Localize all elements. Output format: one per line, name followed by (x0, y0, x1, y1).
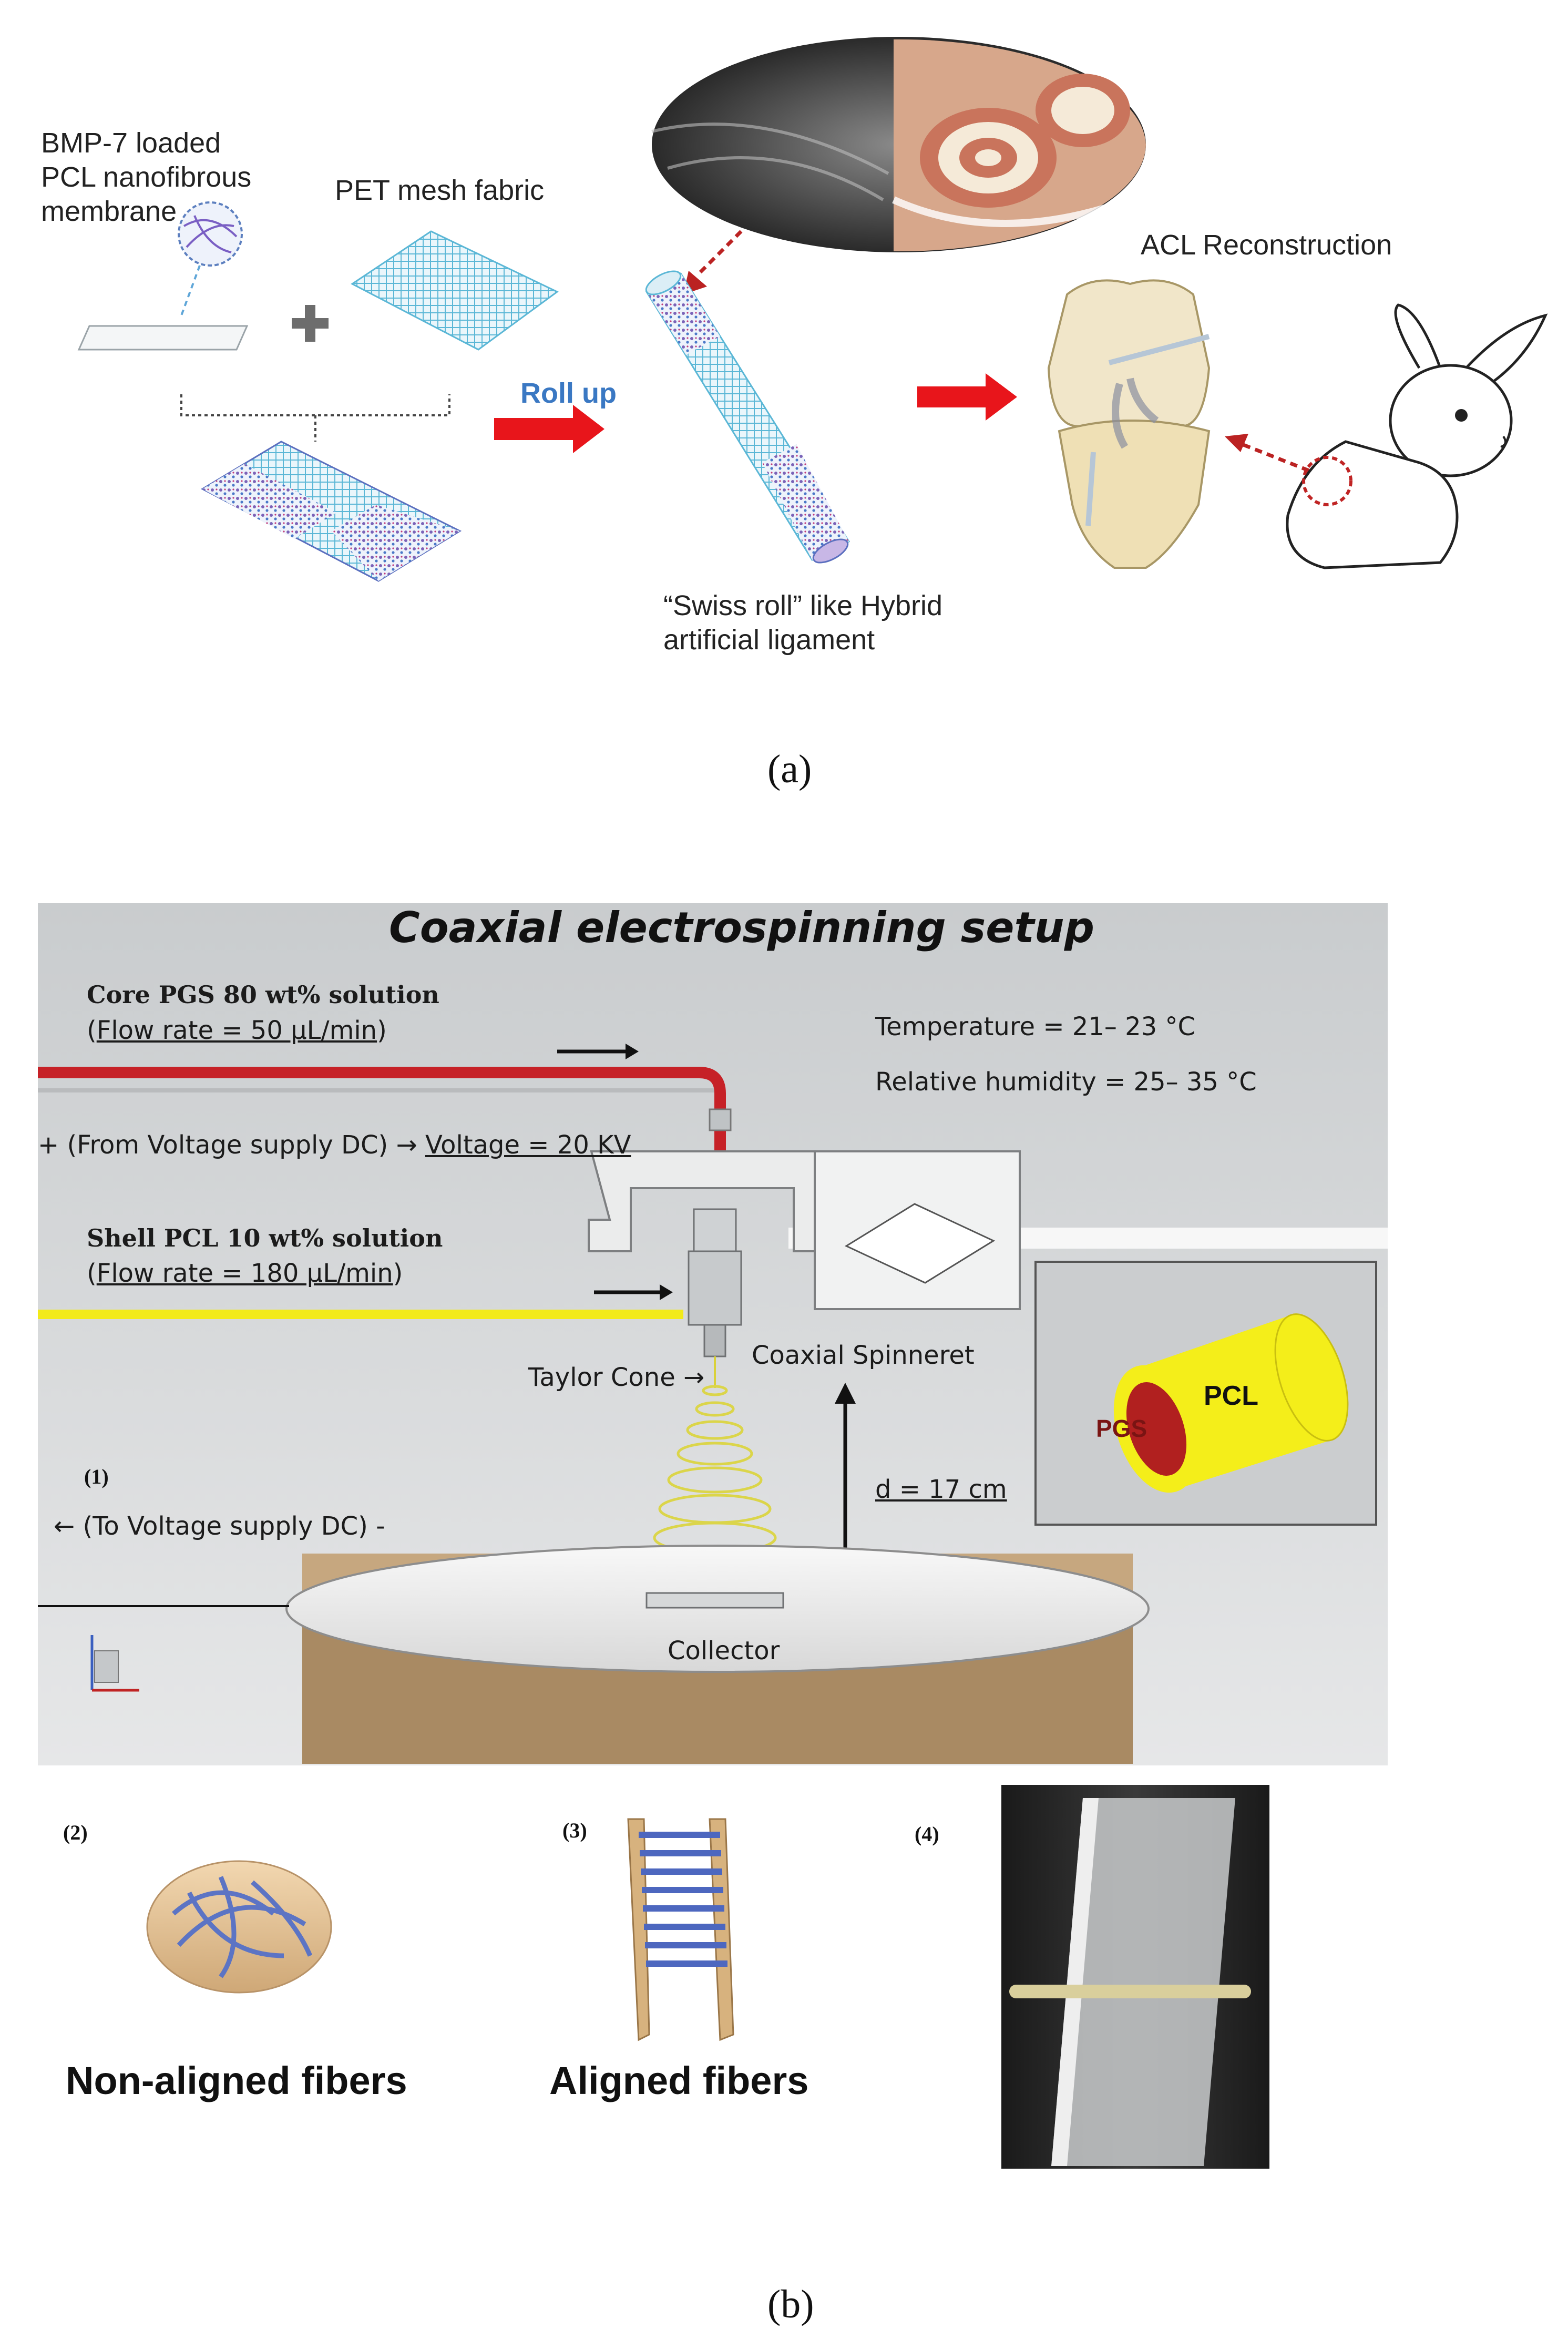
pgs-label: PGS (1096, 1415, 1147, 1442)
collector-table (38, 1545, 1150, 1764)
voltage-line: + (From Voltage supply DC) → Voltage = 2… (38, 1130, 631, 1160)
rabbit-illustration (1286, 303, 1548, 569)
setup-title: Coaxial electrospinning setup (389, 903, 1094, 952)
coaxial-spinneret (588, 1108, 1021, 1357)
step-4-label: (4) (915, 1822, 939, 1846)
temperature-label: Temperature = 21– 23 °C (875, 1012, 1195, 1041)
humidity-label: Relative humidity = 25– 35 °C (875, 1067, 1257, 1097)
step-2-label: (2) (63, 1821, 88, 1844)
knee-joint-illustration (1047, 279, 1211, 569)
step-1-label: (1) (84, 1465, 109, 1488)
core-flow-value: Flow rate = 50 µL/min (96, 1016, 377, 1045)
core-flow-rate: (Flow rate = 50 µL/min) (87, 1016, 387, 1045)
nanofiber-zoom-icon (178, 201, 243, 316)
core-tube (38, 1044, 726, 1170)
plus-icon (292, 305, 329, 342)
spinneret-label: Coaxial Spinneret (752, 1341, 975, 1370)
voltage-prefix: + (From Voltage supply DC) → (38, 1130, 425, 1160)
step-3-label: (3) (562, 1819, 587, 1842)
collector-label: Collector (668, 1636, 780, 1666)
pcl-membrane-sheet (77, 325, 249, 351)
caption-b: (b) (767, 2282, 814, 2326)
axes-icon (90, 1635, 139, 1692)
shell-solution-label: Shell PCL 10 wt% solution (87, 1224, 443, 1252)
shell-flow-value: Flow rate = 180 µL/min (96, 1259, 393, 1288)
combine-bracket (180, 394, 450, 442)
membrane-label: BMP-7 loaded PCL nanofibrous membrane (41, 127, 252, 227)
roll-up-arrow (494, 405, 604, 453)
voltage-value: Voltage = 20 KV (425, 1130, 631, 1160)
roll-up-label: Roll up (520, 377, 617, 409)
swiss-roll-label: “Swiss roll” like Hybrid artificial liga… (663, 590, 943, 656)
pet-mesh-label: PET mesh fabric (335, 175, 545, 206)
aligned-label: Aligned fibers (549, 2059, 809, 2102)
acl-label: ACL Reconstruction (1141, 229, 1392, 261)
to-voltage-label: ← (To Voltage supply DC) - (54, 1511, 385, 1541)
core-shell-inset (1034, 1261, 1377, 1526)
non-aligned-fiber-disc (146, 1860, 332, 1994)
pcl-label: PCL (1204, 1381, 1258, 1411)
rabbit-to-knee-arrow (1225, 434, 1310, 473)
distance-label: d = 17 cm (875, 1475, 1007, 1504)
aligned-fiber-collector (627, 1818, 734, 2041)
swiss-roll-ligament (645, 270, 850, 564)
shell-flow-rate: (Flow rate = 180 µL/min) (87, 1259, 403, 1288)
sem-and-swiss-roll-photo (651, 37, 1146, 294)
caption-a: (a) (767, 747, 812, 791)
non-aligned-label: Non-aligned fibers (66, 2059, 407, 2102)
pet-mesh-fabric (351, 230, 559, 351)
arrow-to-knee (917, 373, 1017, 421)
shell-tube (38, 1284, 683, 1319)
hybrid-sheet (200, 441, 462, 582)
scaffold-photo (1001, 1785, 1269, 2169)
taylor-cone-label: Taylor Cone → (528, 1363, 705, 1392)
core-solution-label: Core PGS 80 wt% solution (87, 981, 439, 1009)
